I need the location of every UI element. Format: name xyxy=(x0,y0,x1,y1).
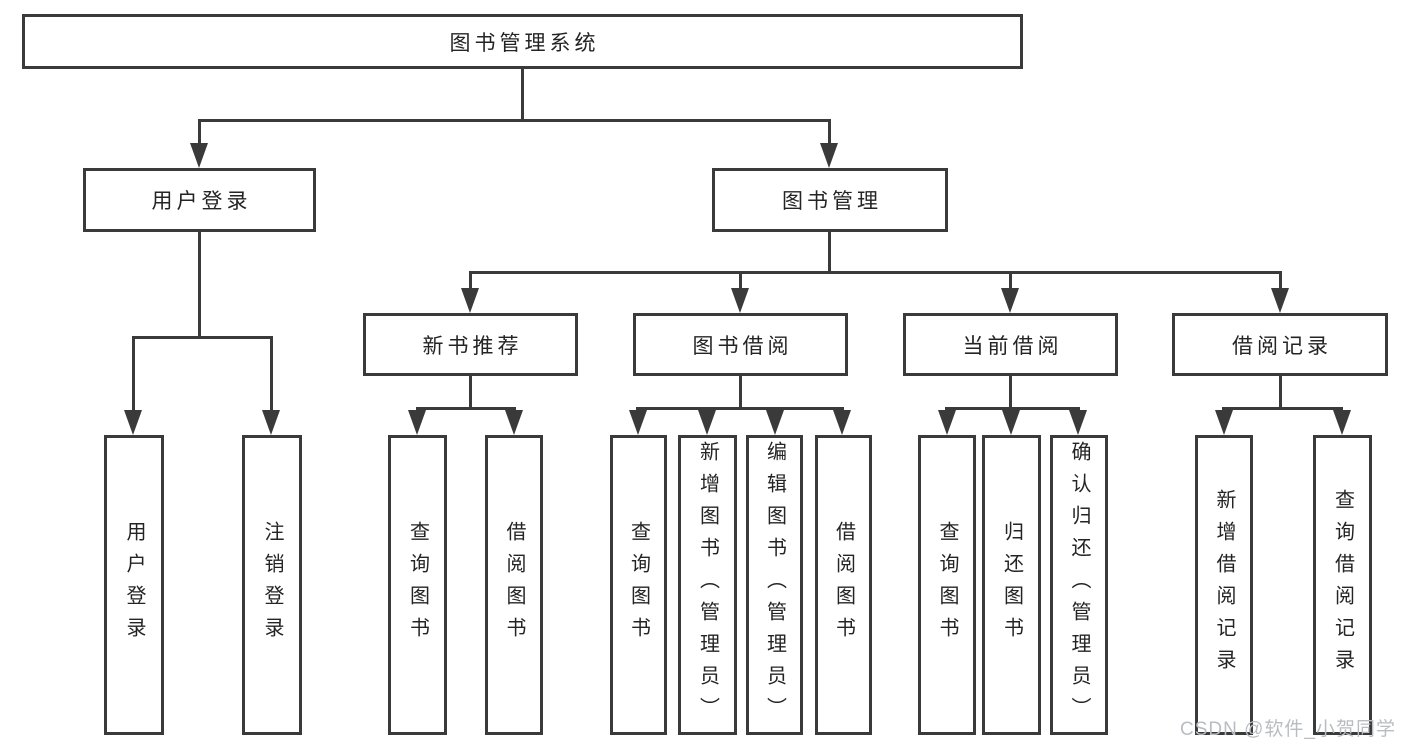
connector-line xyxy=(469,271,1282,274)
leaf-current-return-books: 归还图书 xyxy=(982,435,1041,735)
leaf-user-login: 用户登录 xyxy=(104,435,164,735)
leaf-current-query-books: 查询图书 xyxy=(918,435,976,735)
connector-arrow-icon xyxy=(1333,410,1351,435)
leaf-borrowing-borrow-books: 借阅图书 xyxy=(815,435,872,735)
connector-arrow-icon xyxy=(938,410,956,435)
leaf-borrowing-add-books-admin: 新增图书（管理员） xyxy=(678,435,737,735)
leaf-current-confirm-return-admin: 确认归还（管理员） xyxy=(1050,435,1108,735)
node-book-management: 图书管理 xyxy=(712,168,948,232)
connector-line xyxy=(469,376,472,410)
connector-line xyxy=(739,376,742,410)
connector-line xyxy=(198,119,831,122)
leaf-recommend-query-books: 查询图书 xyxy=(388,435,447,735)
connector-line xyxy=(132,336,135,414)
connector-line xyxy=(636,407,844,410)
connector-line xyxy=(828,232,831,274)
connector-arrow-icon xyxy=(731,288,749,313)
connector-arrow-icon xyxy=(1271,288,1289,313)
leaf-borrowing-query-books: 查询图书 xyxy=(610,435,667,735)
csdn-watermark: CSDN @软件_小贺同学 xyxy=(1180,719,1396,740)
leaf-logout: 注销登录 xyxy=(242,435,302,735)
node-book-borrowing: 图书借阅 xyxy=(633,313,848,376)
connector-line xyxy=(416,407,516,410)
connector-arrow-icon xyxy=(820,143,838,168)
connector-arrow-icon xyxy=(1215,410,1233,435)
connector-line xyxy=(1009,271,1012,292)
connector-line xyxy=(739,271,742,292)
leaf-records-add-borrow-record: 新增借阅记录 xyxy=(1195,435,1253,735)
connector-line xyxy=(1279,271,1282,292)
leaf-recommend-borrow-books: 借阅图书 xyxy=(485,435,543,735)
connector-line xyxy=(198,232,201,339)
connector-arrow-icon xyxy=(1069,410,1087,435)
connector-line xyxy=(198,119,201,147)
connector-line xyxy=(1222,407,1343,410)
connector-line xyxy=(828,119,831,147)
connector-line xyxy=(270,336,273,414)
connector-arrow-icon xyxy=(461,288,479,313)
connector-arrow-icon xyxy=(190,143,208,168)
connector-arrow-icon xyxy=(629,410,647,435)
node-library-system: 图书管理系统 xyxy=(22,14,1023,69)
connector-line xyxy=(521,69,524,122)
node-new-book-recommend: 新书推荐 xyxy=(363,313,578,376)
connector-arrow-icon xyxy=(698,410,716,435)
leaf-records-query-borrow-record: 查询借阅记录 xyxy=(1313,435,1372,735)
connector-line xyxy=(1009,376,1012,410)
node-current-borrowing: 当前借阅 xyxy=(903,313,1118,376)
connector-arrow-icon xyxy=(766,410,784,435)
connector-line xyxy=(132,336,273,339)
connector-arrow-icon xyxy=(505,410,523,435)
connector-arrow-icon xyxy=(1001,288,1019,313)
connector-arrow-icon xyxy=(262,410,280,435)
connector-arrow-icon xyxy=(833,410,851,435)
node-borrow-records: 借阅记录 xyxy=(1172,313,1388,376)
node-user-login: 用户登录 xyxy=(83,168,316,232)
leaf-borrowing-edit-books-admin: 编辑图书（管理员） xyxy=(746,435,803,735)
connector-line xyxy=(1279,376,1282,410)
connector-arrow-icon xyxy=(1002,410,1020,435)
connector-arrow-icon xyxy=(124,410,142,435)
connector-arrow-icon xyxy=(408,410,426,435)
connector-line xyxy=(469,271,472,292)
